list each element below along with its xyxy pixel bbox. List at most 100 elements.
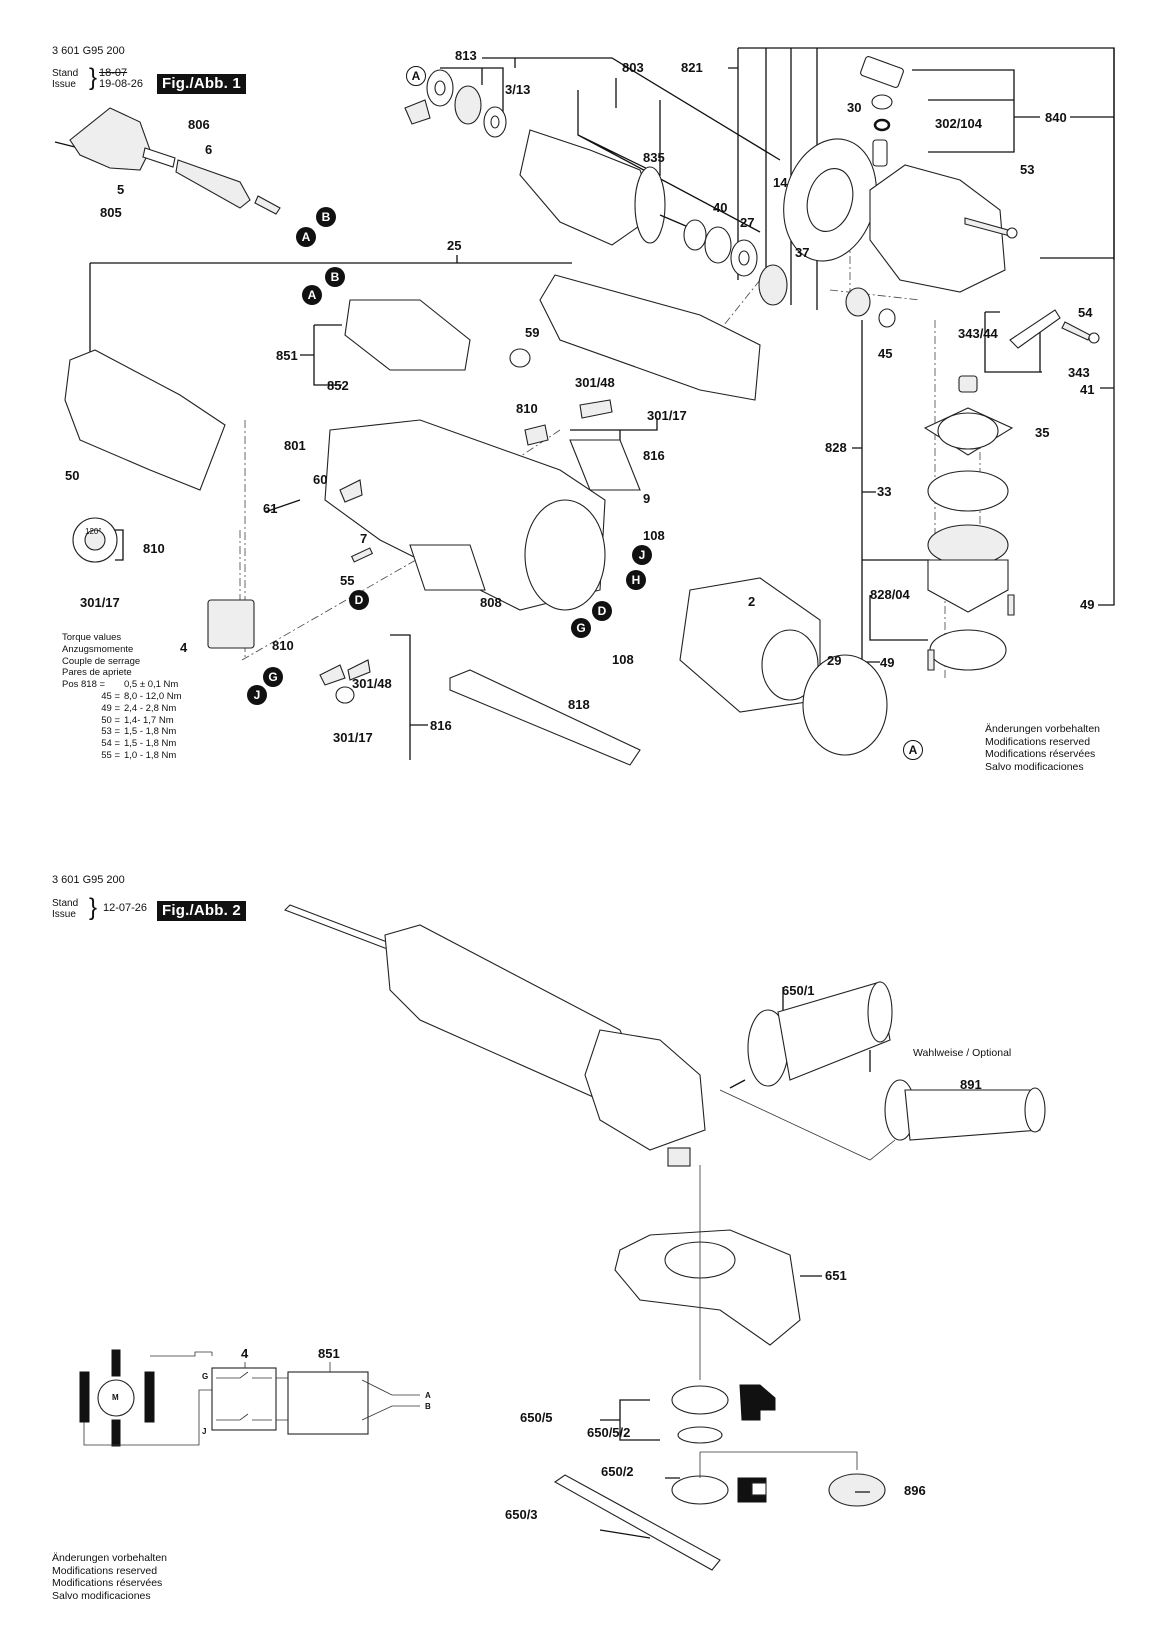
connector-marker-j: J xyxy=(632,545,652,565)
part-label-54: 54 xyxy=(1078,305,1093,320)
part-label-806: 806 xyxy=(188,117,210,132)
connector-marker-j: J xyxy=(247,685,267,705)
part-label-49a: 49 xyxy=(1080,597,1095,612)
part-label-7: 7 xyxy=(360,531,368,546)
part-label-816b: 816 xyxy=(430,718,452,733)
torque-row: 55 =1,0 - 1,8 Nm xyxy=(101,749,177,761)
part-label-343: 343 xyxy=(1068,365,1090,380)
auxiliary-handle-650-1 xyxy=(729,981,893,1089)
motor-symbol-label: M xyxy=(112,1393,119,1402)
connector-marker-a: A xyxy=(903,740,923,760)
part-label-650-5-2: 650/5/2 xyxy=(587,1425,631,1440)
wiring-label-b: B xyxy=(425,1402,431,1411)
figure-badge-2: Fig./Abb. 2 xyxy=(157,901,246,921)
part-label-828-04: 828/04 xyxy=(870,587,910,602)
part-label-896: 896 xyxy=(904,1483,926,1498)
connector-marker-b: B xyxy=(316,207,336,227)
part-label-30: 30 xyxy=(847,100,862,115)
wiring-label-851: 851 xyxy=(318,1346,340,1361)
part-label-650-5: 650/5 xyxy=(520,1410,553,1425)
part-label-818: 818 xyxy=(568,697,590,712)
part-label-301-48b: 301/48 xyxy=(352,676,392,691)
part-label-61: 61 xyxy=(263,501,278,516)
connector-marker-a: A xyxy=(406,66,426,86)
part-label-33: 33 xyxy=(877,484,892,499)
part-label-5: 5 xyxy=(117,182,125,197)
torque-title-en: Torque values xyxy=(62,632,122,643)
part-label-53: 53 xyxy=(1020,162,1035,177)
connector-marker-a: A xyxy=(296,227,316,247)
part-label-810c: 810 xyxy=(272,638,294,653)
part-label-816a: 816 xyxy=(643,448,665,463)
part-label-25: 25 xyxy=(447,238,462,253)
connector-marker-h: H xyxy=(626,570,646,590)
part-label-49b: 49 xyxy=(880,655,895,670)
auxiliary-handle-891 xyxy=(884,1079,1046,1141)
part-label-813: 813 xyxy=(455,48,477,63)
torque-row: 53 =1,5 - 1,8 Nm xyxy=(101,726,177,738)
optional-note: Wahlweise / Optional xyxy=(913,1047,1012,1059)
connector-marker-d: D xyxy=(349,590,369,610)
part-label-27: 27 xyxy=(740,215,755,230)
part-label-301-48a: 301/48 xyxy=(575,375,615,390)
part-label-45: 45 xyxy=(878,346,893,361)
part-label-302-104: 302/104 xyxy=(935,116,982,131)
part-label-835: 835 xyxy=(643,150,665,165)
document-part-number-fig1: 3 601 G95 200 xyxy=(52,45,125,57)
part-label-3-13: 3/13 xyxy=(505,82,531,97)
torque-row: 54 =1,5 - 1,8 Nm xyxy=(101,738,177,750)
part-label-803: 803 xyxy=(622,60,644,75)
wiring-label-g: G xyxy=(202,1372,209,1381)
wiring-label-4: 4 xyxy=(241,1346,249,1361)
part-label-59: 59 xyxy=(525,325,540,340)
issue-label: Issue xyxy=(52,909,76,920)
angle-label-120: 120° xyxy=(85,527,102,536)
torque-title-fr: Couple de serrage xyxy=(62,655,141,667)
wiring-label-a: A xyxy=(425,1391,431,1400)
part-label-40: 40 xyxy=(713,200,728,215)
part-label-4: 4 xyxy=(180,640,188,655)
torque-title-de: Anzugsmomente xyxy=(62,643,134,655)
stand-label: Stand xyxy=(52,68,79,79)
armature-part xyxy=(519,129,701,246)
part-label-301-17a: 301/17 xyxy=(647,408,687,423)
wiring-label-j: J xyxy=(202,1427,207,1436)
current-date: 19-08-26 xyxy=(99,78,144,90)
part-label-650-2: 650/2 xyxy=(601,1464,634,1479)
part-label-810b: 810 xyxy=(143,541,165,556)
part-label-343-44: 343/44 xyxy=(958,326,998,341)
part-label-828: 828 xyxy=(825,440,847,455)
issue-date-fig2: 12-07-26 xyxy=(103,902,148,914)
torque-row: 49 =2,4 - 2,8 Nm xyxy=(101,702,177,714)
old-date: 18-07 xyxy=(99,67,128,79)
part-label-41: 41 xyxy=(1080,382,1095,397)
torque-row: 45 =8,0 - 12,0 Nm xyxy=(101,690,182,702)
torque-values-table: Torque values Anzugsmomente Couple de se… xyxy=(62,632,182,762)
part-label-37: 37 xyxy=(795,245,810,260)
stand-issue-labels-fig2: Stand Issue xyxy=(52,898,78,920)
part-label-14: 14 xyxy=(773,175,788,190)
connector-marker-d: D xyxy=(592,601,612,621)
part-label-650-1: 650/1 xyxy=(782,983,815,998)
brace-symbol: } xyxy=(89,64,98,91)
modifications-note-fig1: Änderungen vorbehalten Modifications res… xyxy=(985,723,1101,773)
part-label-55: 55 xyxy=(340,573,355,588)
part-label-9: 9 xyxy=(643,491,651,506)
issue-dates-fig1: 18-07 19-08-26 xyxy=(99,68,143,90)
part-label-301-17b: 301/17 xyxy=(80,595,120,610)
assembled-grinder xyxy=(284,904,706,1167)
stand-label: Stand xyxy=(52,898,79,909)
connector-marker-g: G xyxy=(263,667,283,687)
part-label-851: 851 xyxy=(276,348,298,363)
figure-badge-1: Fig./Abb. 1 xyxy=(157,74,246,94)
part-label-301-17c: 301/17 xyxy=(333,730,373,745)
wiring-diagram xyxy=(79,1349,420,1447)
connector-marker-a: A xyxy=(302,285,322,305)
part-label-29: 29 xyxy=(827,653,842,668)
document-part-number-fig2: 3 601 G95 200 xyxy=(52,874,125,886)
part-label-810a: 810 xyxy=(516,401,538,416)
part-label-651: 651 xyxy=(825,1268,847,1283)
issue-label: Issue xyxy=(52,79,76,90)
part-label-840: 840 xyxy=(1045,110,1067,125)
